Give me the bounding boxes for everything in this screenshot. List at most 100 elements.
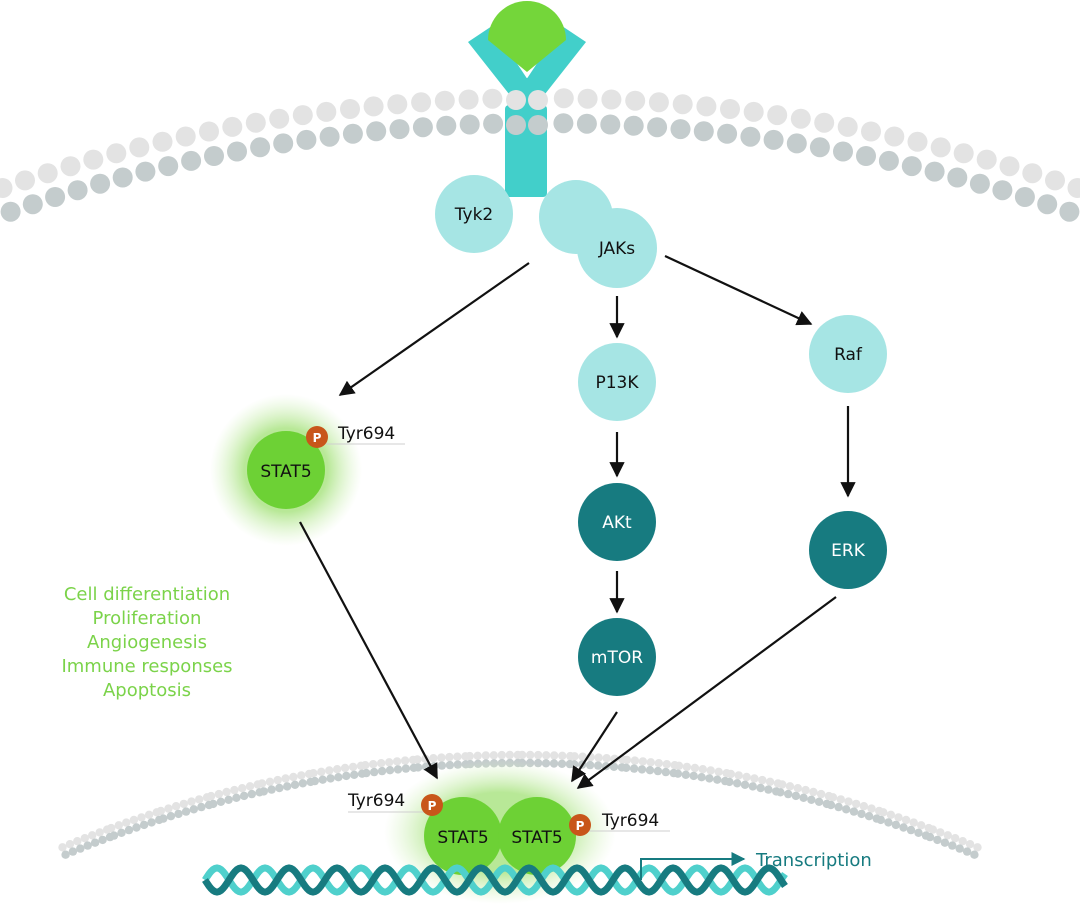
membrane-bead xyxy=(602,754,611,763)
membrane-bead xyxy=(662,760,671,769)
membrane-bead xyxy=(748,782,757,791)
membrane-bead xyxy=(429,754,438,763)
membrane-bead xyxy=(925,832,935,842)
membrane-bead xyxy=(799,793,808,802)
membrane-bead xyxy=(844,797,853,806)
membrane-bead xyxy=(682,762,692,772)
membrane-bead xyxy=(740,126,761,147)
membrane-bead xyxy=(385,758,394,767)
membrane-bead xyxy=(204,146,224,166)
dna-helix xyxy=(202,864,788,896)
membrane-bead xyxy=(891,820,901,830)
membrane-bead xyxy=(951,834,960,843)
membrane-bead xyxy=(585,760,595,770)
membrane-bead xyxy=(326,774,335,783)
membrane-bead xyxy=(743,101,764,122)
membrane-bead xyxy=(814,797,824,806)
membrane-bead xyxy=(273,133,294,154)
membrane-bead xyxy=(550,751,559,760)
membrane-bead xyxy=(609,762,619,771)
membrane-bead xyxy=(670,119,691,140)
membrane-bead xyxy=(859,802,869,811)
membrane-bead xyxy=(385,766,395,775)
p13k-label: P13K xyxy=(595,373,639,393)
membrane-bead xyxy=(144,810,154,819)
membrane-bead xyxy=(867,804,876,813)
membrane-bead xyxy=(122,818,131,827)
membrane-bead xyxy=(879,808,888,817)
membrane-bead xyxy=(0,201,21,222)
raf-label: Raf xyxy=(834,345,863,365)
pathway-arrows xyxy=(299,255,856,789)
membrane-bead xyxy=(557,759,567,768)
membrane-bead xyxy=(764,785,773,794)
membrane-bead xyxy=(411,92,432,113)
membrane-bead xyxy=(647,117,668,138)
membrane-bead xyxy=(765,777,775,786)
membrane-bead xyxy=(958,837,967,846)
membrane-bead xyxy=(269,108,290,129)
membrane-bead xyxy=(790,108,811,129)
membrane-bead xyxy=(224,795,233,804)
membrane-bead xyxy=(558,751,567,760)
membrane-bead xyxy=(209,799,218,809)
membrane-bead xyxy=(648,92,669,113)
membrane-bead xyxy=(625,90,646,111)
membrane-bead xyxy=(37,163,58,184)
membrane-bead xyxy=(400,756,410,765)
membrane-bead xyxy=(333,765,342,774)
membrane-bead xyxy=(791,791,801,801)
membrane-bead xyxy=(778,780,787,789)
membrane-bead xyxy=(637,765,647,774)
membrane-bead xyxy=(756,783,765,793)
receptor-membrane-crossing xyxy=(506,90,548,135)
membrane-bead xyxy=(436,115,457,136)
membrane-bead xyxy=(1045,170,1065,191)
membrane-bead xyxy=(437,753,446,762)
membrane-bead xyxy=(245,782,255,791)
membrane-bead xyxy=(681,770,690,779)
membrane-bead xyxy=(570,760,579,769)
membrane-bead xyxy=(316,101,337,122)
membrane-bead xyxy=(497,750,506,760)
membrane-bead xyxy=(886,810,896,819)
membrane-bead xyxy=(1059,201,1080,222)
membrane-bead xyxy=(147,818,156,827)
membrane-bead xyxy=(265,777,275,786)
membrane-bead xyxy=(247,789,256,799)
membrane-bead xyxy=(955,844,964,853)
mtor-node: mTOR xyxy=(578,618,656,696)
membrane-bead xyxy=(90,838,100,847)
membrane-bead xyxy=(714,767,723,776)
membrane-bead xyxy=(393,765,403,774)
membrane-bead xyxy=(58,843,67,852)
membrane-bead xyxy=(334,773,343,782)
membrane-bead xyxy=(630,756,640,765)
outcome-item: Proliferation xyxy=(93,608,202,629)
membrane-bead xyxy=(763,129,784,150)
membrane-bead xyxy=(114,821,124,830)
membrane-bead xyxy=(542,751,551,760)
membrane-bead xyxy=(901,815,911,825)
membrane-bead xyxy=(129,815,139,825)
membrane-bead xyxy=(206,791,216,801)
outcome-item: Angiogenesis xyxy=(87,632,207,653)
membrane-bead xyxy=(83,841,92,850)
membrane-bead xyxy=(107,823,116,833)
membrane-bead xyxy=(199,121,219,142)
membrane-bead xyxy=(758,775,767,785)
membrane-bead xyxy=(67,180,88,201)
membrane-bead xyxy=(318,775,327,784)
membrane-bead xyxy=(132,823,141,832)
membrane-bead xyxy=(894,813,903,822)
membrane-bead xyxy=(793,784,802,793)
membrane-bead xyxy=(88,831,97,840)
membrane-bead xyxy=(139,820,149,830)
membrane-bead xyxy=(481,751,490,760)
membrane-bead xyxy=(834,802,843,812)
membrane-bead xyxy=(296,129,317,150)
membrane-bead xyxy=(518,750,527,760)
membrane-bead xyxy=(117,828,126,837)
membrane-bead xyxy=(361,761,370,770)
